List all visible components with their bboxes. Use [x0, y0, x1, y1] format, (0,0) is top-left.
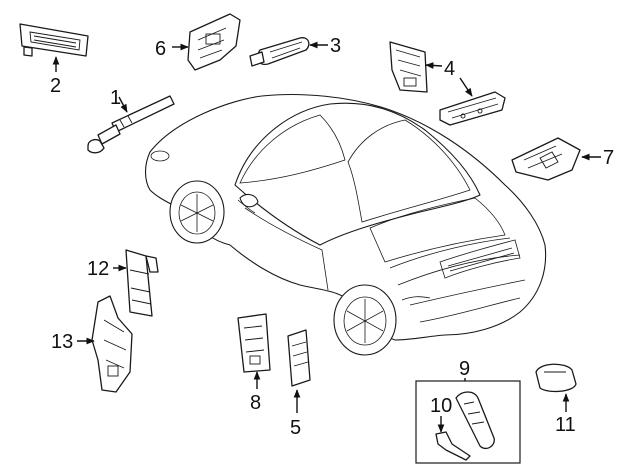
part-12-control-unit	[125, 249, 159, 317]
part-5-fuse-module	[287, 329, 311, 387]
callout-labels: 1 2 3 4 5 6 7 8 9 10 11 12 13	[50, 35, 614, 439]
leader-lines	[52, 41, 601, 433]
callout-4: 4	[444, 58, 455, 80]
callout-1: 1	[110, 87, 121, 109]
part-2-module	[19, 23, 89, 57]
part-9-key-box	[415, 380, 521, 464]
callout-6: 6	[155, 38, 166, 60]
vehicle-illustration	[144, 93, 547, 356]
callout-9: 9	[459, 358, 470, 380]
callout-12: 12	[87, 258, 109, 280]
callout-13: 13	[51, 331, 73, 353]
part-4-bracket-upper	[389, 41, 428, 93]
part-11-fob-cover	[535, 363, 577, 393]
callout-10: 10	[430, 395, 452, 417]
part-13-bracket	[91, 295, 133, 393]
part-7-bracket	[511, 137, 581, 181]
callout-8: 8	[250, 392, 261, 414]
part-8-carrier	[237, 313, 271, 373]
callout-2: 2	[50, 75, 61, 97]
callout-11: 11	[555, 414, 576, 436]
callout-3: 3	[330, 35, 341, 57]
part-4-tray-lower	[439, 91, 506, 126]
part-6-bracket	[187, 13, 241, 71]
part-3-sensor	[249, 37, 310, 67]
callout-7: 7	[603, 147, 614, 169]
part-1-rod	[87, 95, 175, 154]
callout-5: 5	[290, 417, 301, 439]
